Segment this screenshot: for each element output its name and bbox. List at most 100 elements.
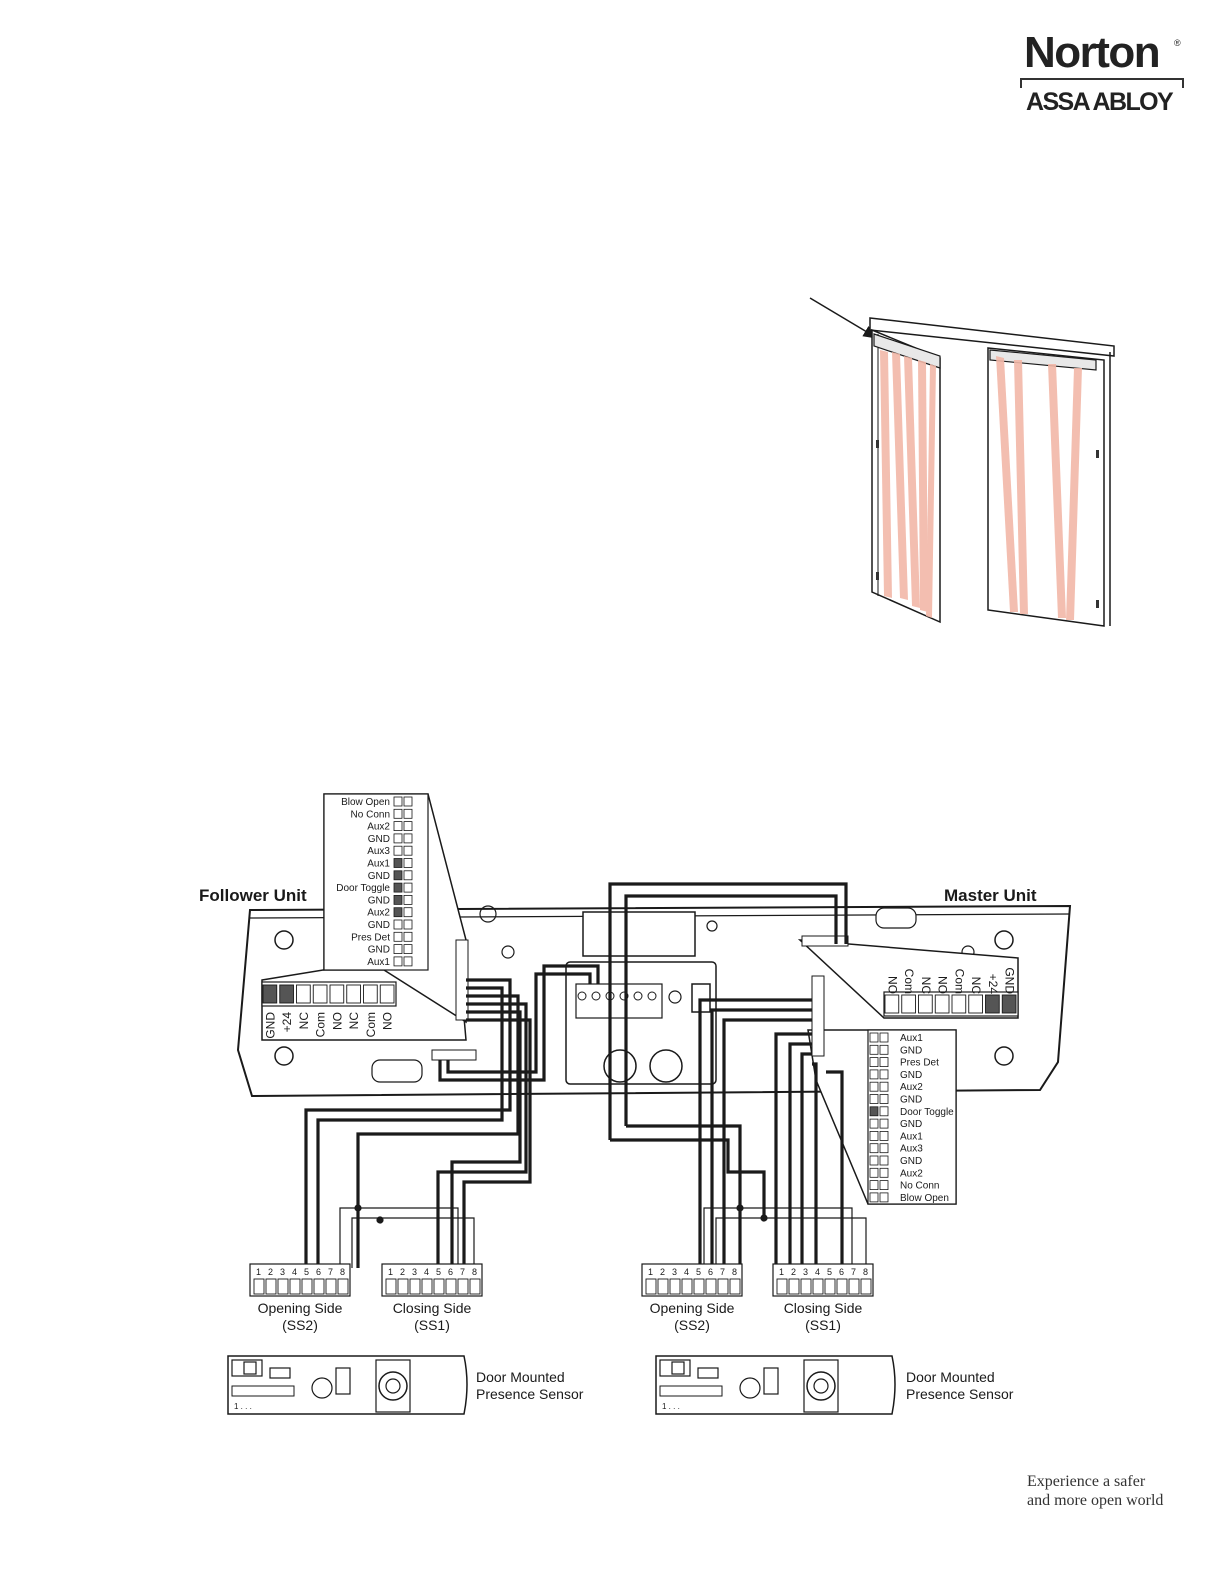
- mounting-hole: [274, 930, 294, 950]
- sensor-pin-number: 7: [460, 1267, 465, 1277]
- sensor-pin-number: 2: [791, 1267, 796, 1277]
- sensor-pin-number: 3: [280, 1267, 285, 1277]
- pin-cell: [879, 1155, 889, 1166]
- pin-cell: [403, 870, 413, 881]
- tagline-line-2: and more open world: [1027, 1492, 1164, 1509]
- logo-assa-abloy-text: ASSA ABLOY: [1026, 88, 1174, 116]
- follower-operator: [873, 333, 941, 369]
- pin-label: Aux1: [367, 859, 390, 870]
- pin-label: GND: [900, 1119, 922, 1130]
- pin-label: GND: [900, 1045, 922, 1056]
- sensor-pin-number: 4: [292, 1267, 297, 1277]
- sensor-pin-cell: [265, 1278, 277, 1295]
- pin-cell: [879, 1032, 889, 1043]
- sensor-pin-cell: [253, 1278, 265, 1295]
- pin-label: Aux1: [367, 957, 390, 968]
- pin-cell: [879, 1118, 889, 1129]
- closing-side-label-right: Closing Side: [784, 1300, 863, 1316]
- sensor-pin-cell: [421, 1278, 433, 1295]
- pin-label: Door Toggle: [336, 883, 390, 894]
- pin-cell: [879, 1057, 889, 1067]
- terminal-cell: [985, 994, 1000, 1014]
- pin-cell: [393, 870, 403, 881]
- pin-cell: [403, 821, 413, 831]
- terminal-label: GND: [1003, 967, 1017, 994]
- pin-cell: [393, 956, 403, 967]
- pin-label: Blow Open: [900, 1193, 949, 1204]
- sensor-pin-number: 4: [684, 1267, 689, 1277]
- pin-cell: [879, 1167, 889, 1178]
- sensor-pin-cell: [729, 1278, 741, 1295]
- pin-cell: [393, 944, 403, 954]
- pin-cell: [403, 796, 413, 807]
- pin-label: GND: [900, 1156, 922, 1167]
- pin-cell: [403, 833, 413, 844]
- sensor-beams: [880, 350, 1082, 620]
- sensor-pin-number: 4: [424, 1267, 429, 1277]
- pin-cell: [879, 1192, 889, 1203]
- terminal-cell: [279, 984, 294, 1004]
- pin-cell: [403, 907, 413, 918]
- pin-cell: [393, 833, 403, 844]
- sensor-pin-cell: [645, 1278, 657, 1295]
- pin-cell: [403, 956, 413, 967]
- sensor-pin-cell: [860, 1278, 872, 1295]
- sensor-pin-number: 2: [400, 1267, 405, 1277]
- sensor-pin-cell: [385, 1278, 397, 1295]
- sensor-pin-number: 3: [672, 1267, 677, 1277]
- sensor-pin-number: 6: [316, 1267, 321, 1277]
- pin-cell: [879, 1180, 889, 1190]
- sensor-pin-cell: [289, 1278, 301, 1295]
- sensor-pin-cell: [409, 1278, 421, 1295]
- terminal-cell: [296, 984, 311, 1004]
- pin-label: Pres Det: [351, 932, 390, 943]
- sensor-pin-cell: [812, 1278, 824, 1295]
- thin-wires: [339, 1204, 867, 1268]
- pin-cell: [869, 1131, 879, 1141]
- sensor-pin-number: 7: [720, 1267, 725, 1277]
- sensor-pin-number: 8: [472, 1267, 477, 1277]
- pin-cell: [879, 1044, 889, 1055]
- sensor-pin-cell: [836, 1278, 848, 1295]
- terminal-label: +24: [280, 1012, 294, 1033]
- sensor-pin-number: 2: [268, 1267, 273, 1277]
- sensor-pin-cell: [433, 1278, 445, 1295]
- pin-label: Aux1: [900, 1131, 923, 1142]
- presence-sensor-label-right-1: Door Mounted: [906, 1369, 995, 1385]
- pin-cell: [869, 1143, 879, 1154]
- pin-cell: [869, 1167, 879, 1178]
- sensor-pin-cell: [669, 1278, 681, 1295]
- pin-label: Aux1: [900, 1033, 923, 1044]
- pin-cell: [393, 845, 403, 856]
- logo-registered-mark: ®: [1174, 38, 1181, 48]
- sensor-pin-number: 1: [779, 1267, 784, 1277]
- sensor-pin-number: 5: [827, 1267, 832, 1277]
- terminal-cell: [262, 984, 278, 1004]
- pin-cell: [869, 1081, 879, 1092]
- terminal-label: NC: [919, 977, 933, 995]
- pin-label: Door Toggle: [900, 1107, 954, 1118]
- pin-cell: [869, 1044, 879, 1055]
- sensor-pin-number: 6: [839, 1267, 844, 1277]
- pin-cell: [403, 808, 413, 819]
- pin-cell: [869, 1192, 879, 1203]
- sensor-pin-cell: [657, 1278, 669, 1295]
- callout-arrow: [809, 297, 879, 339]
- sensor-pin-cell: [717, 1278, 729, 1295]
- closing-side-code-left: (SS1): [414, 1317, 450, 1333]
- wiring-harness: [304, 882, 848, 1268]
- terminal-cell: [901, 994, 916, 1014]
- sensor-pin-hint-left: 1 . . .: [234, 1402, 252, 1411]
- double-door-illustration: [809, 297, 1115, 627]
- sensor-pin-cell: [469, 1278, 481, 1295]
- pin-cell: [393, 895, 403, 905]
- sensor-pin-cell: [800, 1278, 812, 1295]
- terminal-label: Com: [314, 1012, 328, 1037]
- pin-cell: [869, 1155, 879, 1166]
- terminal-label: +24: [986, 974, 1000, 995]
